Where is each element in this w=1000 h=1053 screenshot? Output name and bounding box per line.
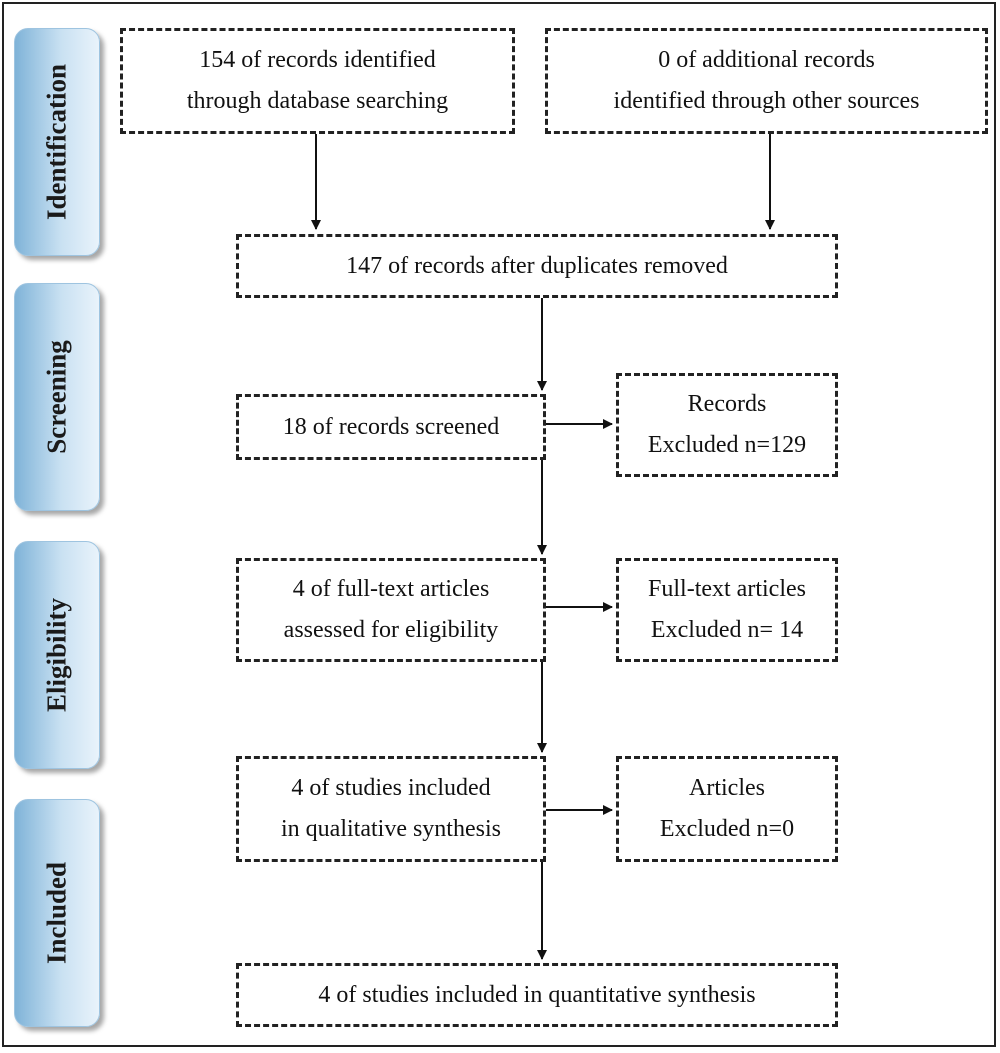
phase-screening: Screening (14, 283, 100, 511)
box-after-duplicates: 147 of records after duplicates removed (236, 234, 838, 298)
box-records-screened: 18 of records screened (236, 394, 546, 460)
box-qualitative-synthesis-line-1: 4 of studies included (291, 775, 491, 801)
box-articles-excluded-line-1: Articles (689, 775, 765, 801)
box-fulltext-assessed-line-2: assessed for eligibility (283, 617, 499, 643)
box-records-screened-line-1: 18 of records screened (282, 413, 500, 440)
box-fulltext-excluded: Full-text articles Excluded n= 14 (616, 558, 838, 662)
box-qualitative-synthesis: 4 of studies included in qualitative syn… (236, 756, 546, 862)
phase-included: Included (14, 799, 100, 1027)
box-other-sources: 0 of additional records identified throu… (545, 28, 988, 134)
box-articles-excluded: Articles Excluded n=0 (616, 756, 838, 862)
box-articles-excluded-line-2: Excluded n=0 (659, 816, 795, 842)
box-other-sources-line-1: 0 of additional records (658, 47, 875, 73)
box-database-search: 154 of records identified through databa… (120, 28, 515, 134)
phase-identification: Identification (14, 28, 100, 256)
box-fulltext-assessed-line-1: 4 of full-text articles (292, 576, 490, 602)
box-after-duplicates-line-1: 147 of records after duplicates removed (346, 252, 728, 279)
box-database-search-line-2: through database searching (186, 88, 449, 114)
box-records-excluded-line-2: Excluded n=129 (647, 432, 807, 458)
box-records-excluded-line-1: Records (687, 391, 767, 417)
box-quantitative-synthesis: 4 of studies included in quantitative sy… (236, 963, 838, 1027)
box-other-sources-line-2: identified through other sources (613, 88, 920, 114)
phase-eligibility: Eligibility (14, 541, 100, 769)
box-quantitative-synthesis-line-1: 4 of studies included in quantitative sy… (318, 981, 756, 1008)
box-fulltext-excluded-line-1: Full-text articles (648, 576, 806, 602)
box-fulltext-assessed: 4 of full-text articles assessed for eli… (236, 558, 546, 662)
box-database-search-line-1: 154 of records identified (199, 47, 436, 73)
box-fulltext-excluded-line-2: Excluded n= 14 (650, 617, 804, 643)
box-records-excluded: Records Excluded n=129 (616, 373, 838, 477)
box-qualitative-synthesis-line-2: in qualitative synthesis (281, 816, 501, 842)
